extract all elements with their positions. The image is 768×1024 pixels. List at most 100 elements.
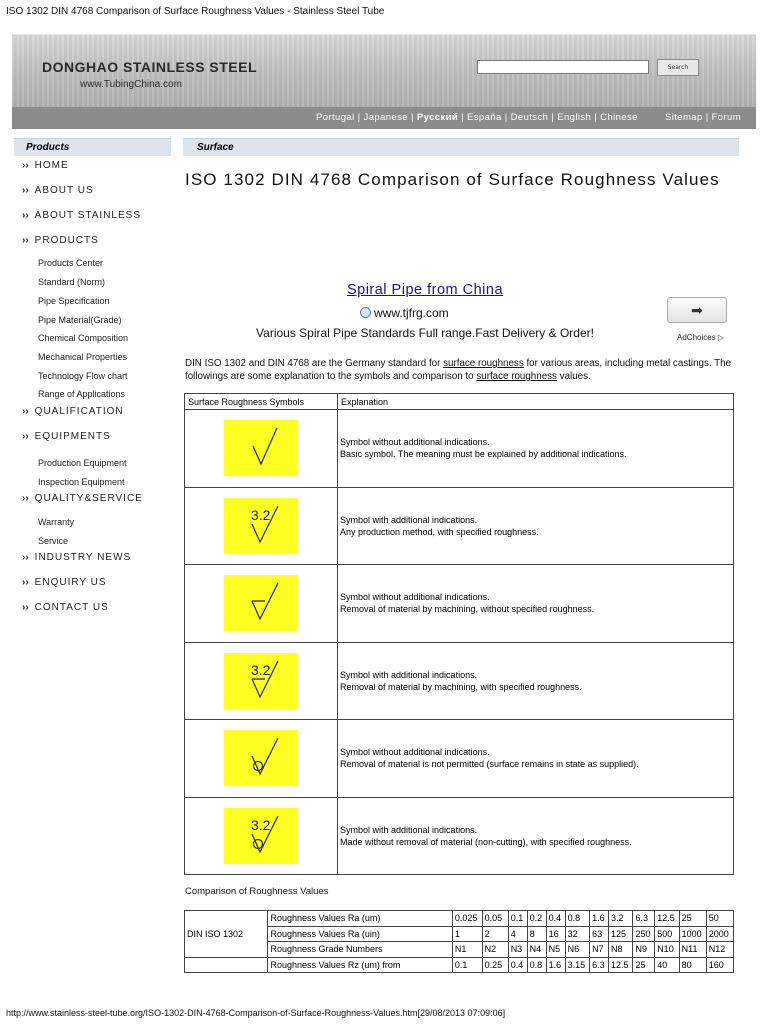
value-cell: 0.4 (507, 956, 528, 973)
value-cell: 1000 (678, 925, 707, 942)
value-cell: 12.5 (654, 910, 680, 927)
lang-russian[interactable]: Русский (416, 112, 459, 123)
double-chevron-icon: ›› (22, 185, 29, 196)
double-chevron-icon: ›› (22, 552, 29, 563)
sidebar-item-equipments[interactable]: ››EQUIPMENTS (22, 431, 111, 442)
print-footer-url: http://www.stainless-steel-tube.org/ISO-… (6, 1008, 506, 1018)
sidebar-item-qualification[interactable]: ››QUALIFICATION (22, 406, 124, 417)
table-row: 3.2 Symbol with additional indications.An… (184, 486, 734, 565)
value-cell: 250 (632, 925, 656, 942)
lang-english[interactable]: English (557, 112, 592, 123)
forum-link[interactable]: Forum (711, 112, 742, 123)
value-cell: N6 (564, 941, 591, 958)
sidebar-subitem[interactable]: Technology Flow chart (38, 371, 128, 381)
check-bar-symbol: 3.2 (224, 652, 298, 709)
sidebar-item-industry-news[interactable]: ››INDUSTRY NEWS (22, 552, 132, 563)
print-page-title: ISO 1302 DIN 4768 Comparison of Surface … (6, 6, 385, 17)
sidebar-subitem[interactable]: Standard (Norm) (38, 277, 106, 287)
value-cell: 1.6 (545, 956, 566, 973)
value-cell: 0.1 (507, 910, 528, 927)
value-cell: N7 (589, 941, 610, 958)
brand-url[interactable]: www.TubingChina.com (80, 79, 182, 90)
sidebar-item-products[interactable]: ››PRODUCTS (22, 235, 99, 246)
sidebar-item-about-stainless[interactable]: ››ABOUT STAINLESS (22, 210, 141, 221)
ad-title-link[interactable]: Spiral Pipe from China (346, 282, 504, 298)
lang-espana[interactable]: España (467, 112, 502, 123)
value-cell: 1 (451, 925, 483, 942)
sidebar-subitem[interactable]: Range of Applications (38, 389, 126, 399)
value-cell: N5 (545, 941, 566, 958)
sidebar-subitem[interactable]: Service (38, 536, 69, 546)
sidebar-subitem[interactable]: Warranty (38, 517, 75, 527)
surface-roughness-link[interactable]: surface roughness (476, 371, 557, 382)
lang-japanese[interactable]: Japanese (363, 112, 408, 123)
explanation-line: Any production method, with specified ro… (340, 526, 539, 537)
value-cell: N10 (654, 941, 680, 958)
surface-roughness-link[interactable]: surface roughness (443, 358, 524, 369)
double-chevron-icon: ›› (22, 210, 29, 221)
ad-arrow-button[interactable]: ➡ (667, 297, 727, 323)
sidebar-item-quality-service[interactable]: ››QUALITY&SERVICE (22, 493, 143, 504)
explanation-line: Basic symbol. The meaning must be explai… (340, 449, 627, 460)
sidebar-heading: Products (14, 138, 171, 156)
value-cell: 1.6 (589, 910, 610, 927)
sitemap-link[interactable]: Sitemap (665, 112, 703, 123)
table-row: Symbol without additional indications.Ba… (184, 409, 734, 488)
globe-icon (360, 307, 371, 318)
check-circle-symbol-graphic: 3.2 (251, 815, 279, 854)
row-label-cell: Roughness Values Ra (um) (267, 910, 453, 927)
value-cell: 125 (608, 925, 634, 942)
svg-text:3.2: 3.2 (251, 507, 271, 523)
group-label-cell: DIN ISO 1302 (183, 910, 269, 958)
explanation-cell: Symbol without additional indications.Re… (337, 719, 734, 798)
sidebar-subitem[interactable]: Inspection Equipment (38, 477, 125, 487)
check-circle-symbol (224, 730, 298, 787)
sidebar-item-contact-us[interactable]: ››CONTACT US (22, 602, 109, 613)
sidebar-item-home[interactable]: ››HOME (22, 160, 69, 171)
explanation-cell: Symbol with additional indications.Made … (337, 796, 734, 875)
lang-portugal[interactable]: Portugal (316, 112, 355, 123)
explanation-line: Symbol with additional indications. (340, 514, 478, 525)
explanation-line: Symbol without additional indications. (340, 592, 490, 603)
sidebar-item-about-us[interactable]: ››ABOUT US (22, 185, 94, 196)
value-cell: 0.4 (545, 910, 566, 927)
sidebar-subitem[interactable]: Chemical Composition (38, 333, 129, 343)
search-button[interactable]: Search (657, 59, 699, 76)
search-input[interactable] (477, 60, 649, 74)
value-cell: 6.3 (589, 956, 610, 973)
svg-text:3.2: 3.2 (251, 662, 271, 678)
explanation-cell: Symbol without additional indications.Re… (337, 564, 734, 643)
value-cell: 500 (654, 925, 680, 942)
sidebar-subitem[interactable]: Pipe Material(Grade) (38, 315, 122, 325)
ad-url[interactable]: www.tjfrg.com (360, 306, 449, 320)
value-cell: 0.05 (481, 910, 509, 927)
double-chevron-icon: ›› (22, 406, 29, 417)
sidebar-subitem[interactable]: Products Center (38, 258, 104, 268)
symbols-table: Surface Roughness Symbols Explanation Sy… (184, 393, 734, 875)
value-cell: 12.5 (608, 956, 634, 973)
value-cell: 4 (507, 925, 528, 942)
value-cell: 0.025 (451, 910, 483, 927)
check-bar-symbol-graphic (251, 582, 279, 621)
value-cell: 8 (526, 925, 547, 942)
value-cell: 50 (705, 910, 735, 927)
double-chevron-icon: ›› (22, 235, 29, 246)
lang-chinese[interactable]: Chinese (600, 112, 638, 123)
brand-logo[interactable]: DONGHAO STAINLESS STEEL (42, 59, 258, 75)
sidebar-subitem[interactable]: Production Equipment (38, 458, 127, 468)
row-label-cell: Roughness Values Ra (uin) (267, 925, 453, 942)
row-label-cell: Roughness Values Rz (um) from (267, 956, 453, 973)
value-cell: 25 (678, 910, 707, 927)
page-title: ISO 1302 DIN 4768 Comparison of Surface … (185, 170, 720, 189)
table-row: Symbol without additional indications.Re… (184, 719, 734, 798)
double-chevron-icon: ›› (22, 493, 29, 504)
sidebar-subitem[interactable]: Pipe Specification (38, 296, 110, 306)
sidebar-item-enquiry-us[interactable]: ››ENQUIRY US (22, 577, 107, 588)
lang-deutsch[interactable]: Deutsch (510, 112, 549, 123)
table-header-cell: Explanation (337, 393, 734, 410)
value-cell: 2 (481, 925, 509, 942)
sidebar-subitem[interactable]: Mechanical Properties (38, 352, 128, 362)
adchoices-link[interactable]: AdChoices ▷ (677, 333, 725, 342)
